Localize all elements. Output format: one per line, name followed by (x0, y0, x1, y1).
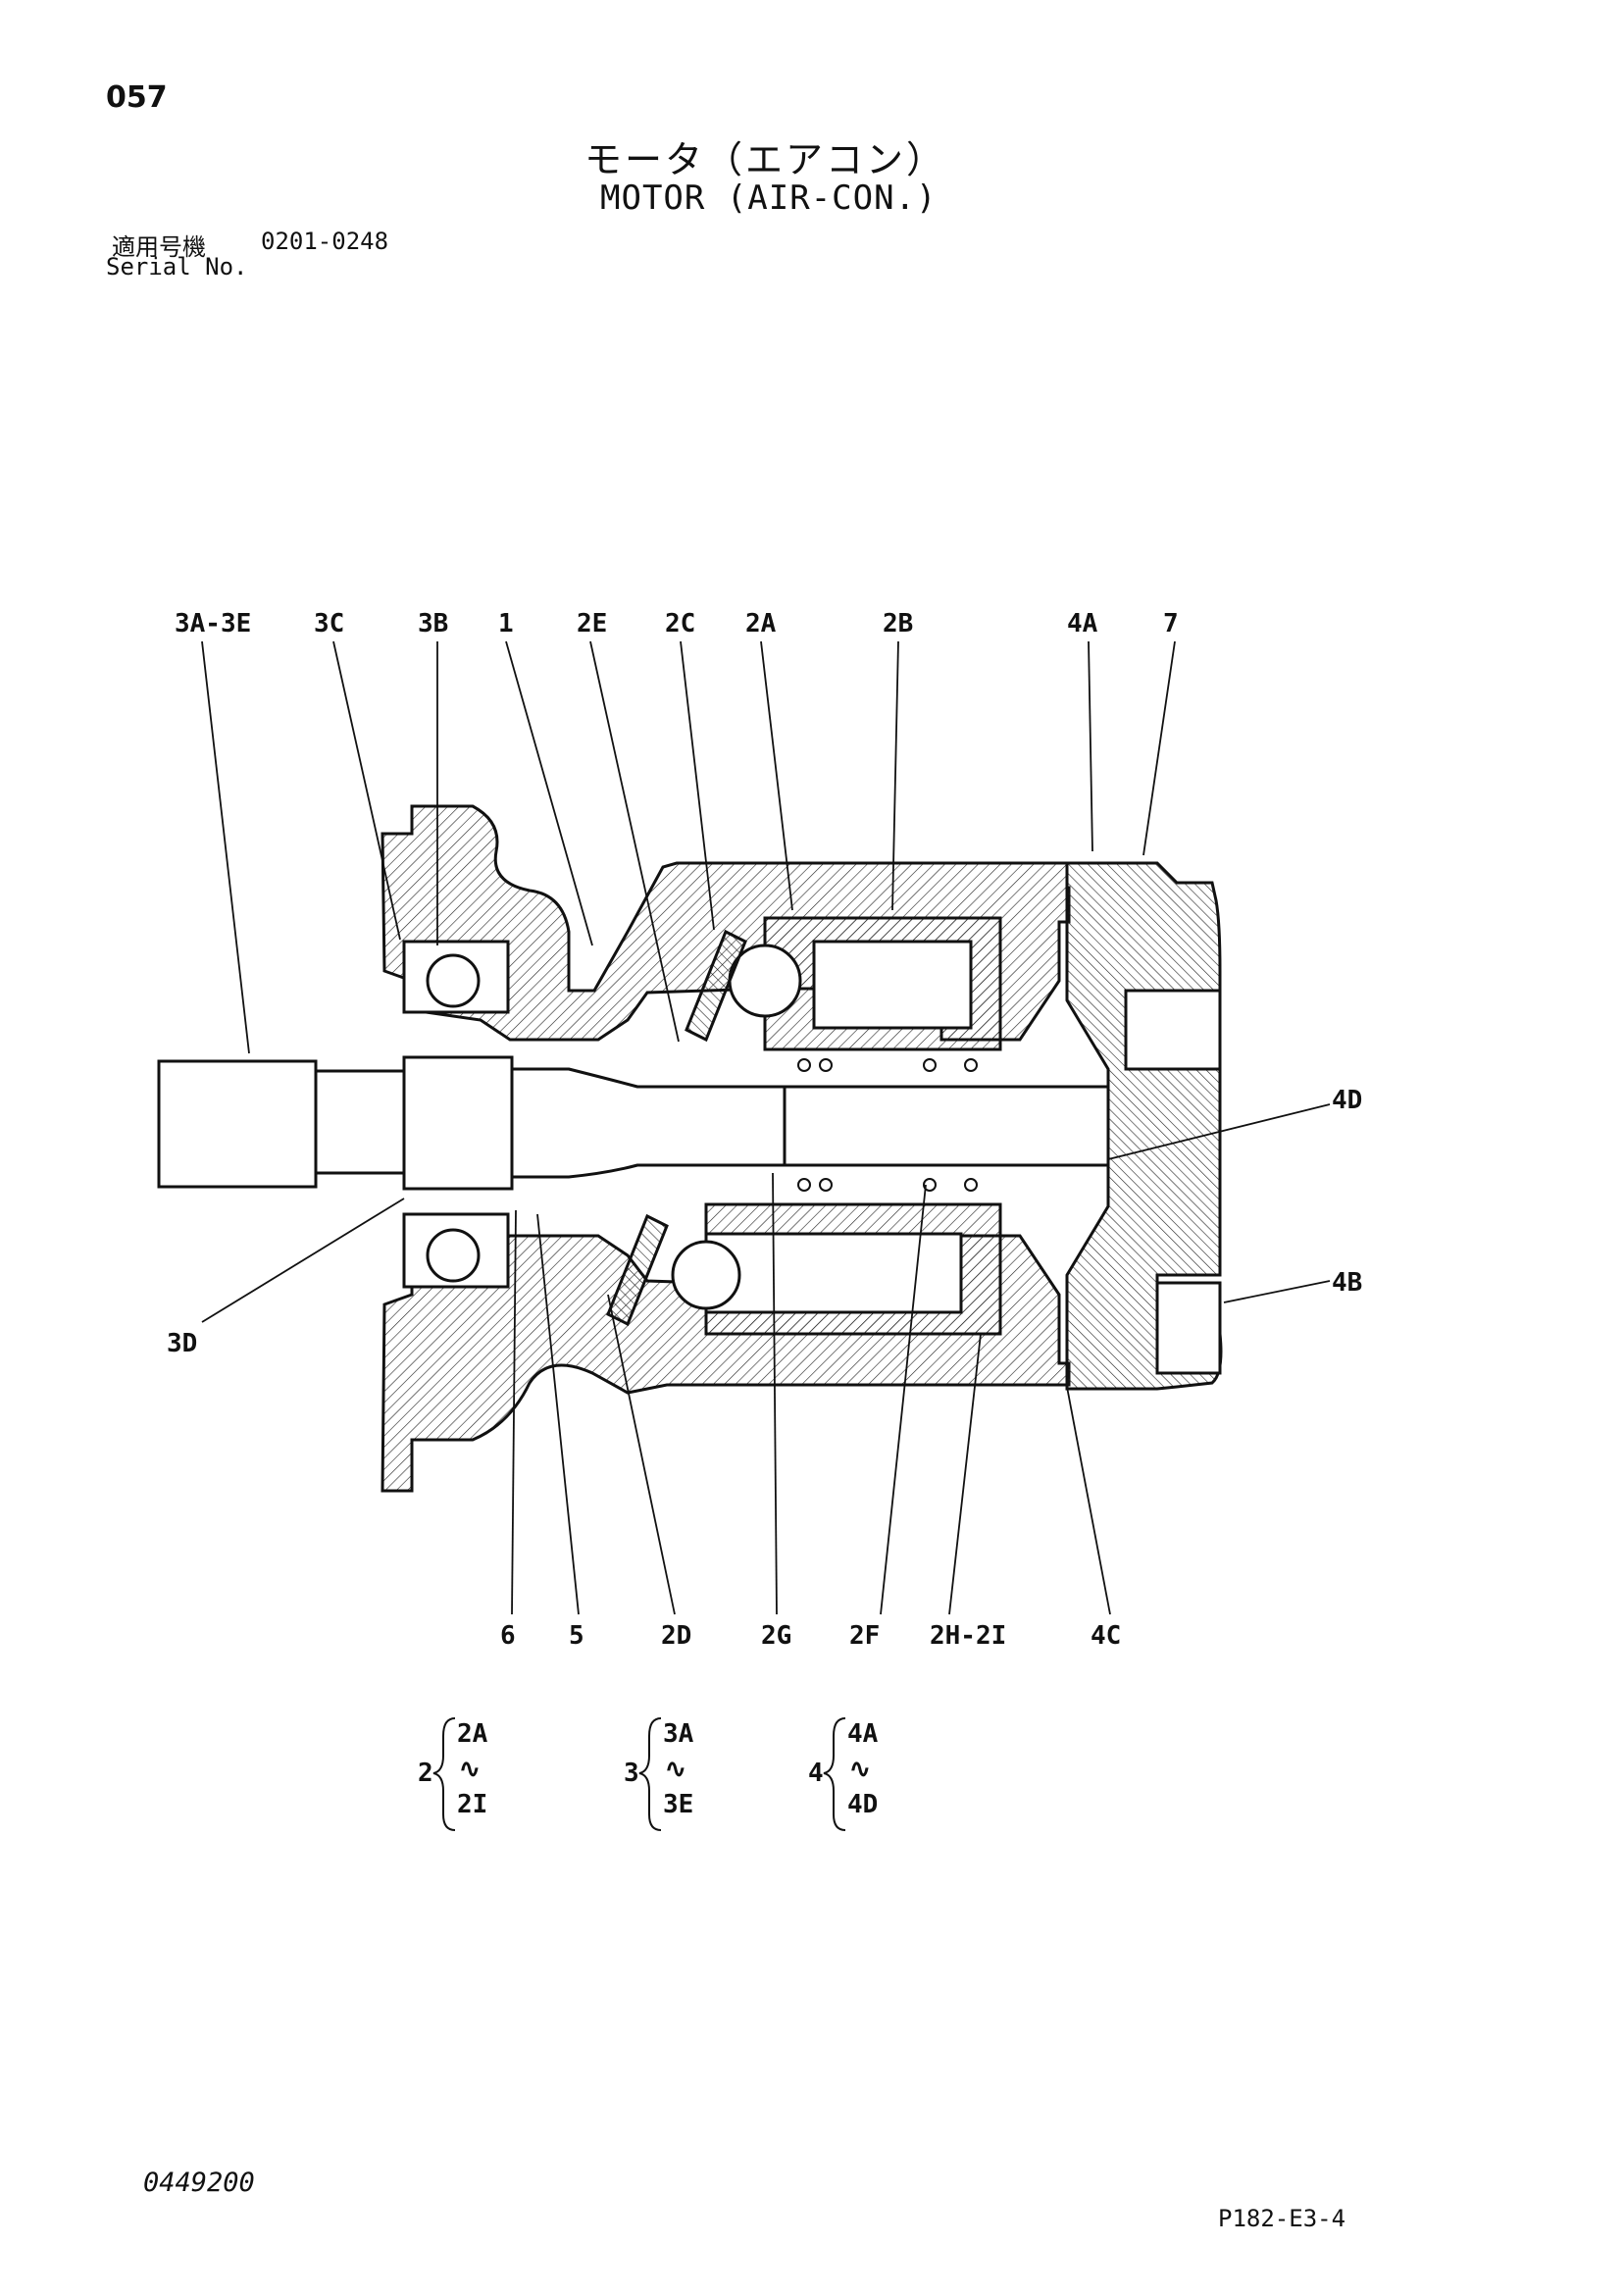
page-reference: P182-E3-4 (1218, 2205, 1346, 2232)
group-4-sep: ∿ (849, 1755, 871, 1784)
callout-2D: 2D (661, 1621, 691, 1651)
bearing-lower (402, 1212, 510, 1289)
group-4-first: 4A (847, 1719, 879, 1749)
callout-4D: 4D (1332, 1086, 1362, 1115)
group-2-sep: ∿ (459, 1755, 481, 1784)
group-3-number: 3 (624, 1759, 639, 1788)
callout-3A-3E: 3A-3E (175, 609, 251, 638)
callout-3C: 3C (314, 609, 344, 638)
callout-6: 6 (500, 1621, 516, 1651)
callout-4A: 4A (1067, 609, 1098, 638)
callout-2B: 2B (883, 609, 913, 638)
bearing-upper (402, 940, 510, 1014)
callout-1: 1 (498, 609, 514, 638)
callout-2C: 2C (665, 609, 695, 638)
callout-2A: 2A (745, 609, 777, 638)
callout-3D: 3D (167, 1329, 197, 1358)
document-code: 0449200 (143, 2168, 255, 2198)
callout-3B: 3B (418, 609, 448, 638)
group-3: 3 3A ∿ 3E (624, 1717, 694, 1831)
serial-label-japanese: 適用号機 (112, 233, 206, 261)
callout-4C: 4C (1091, 1621, 1121, 1651)
shaft (157, 1055, 1110, 1191)
leader-lines (201, 640, 1331, 1615)
group-2-last: 2I (457, 1790, 487, 1819)
title-english: MOTOR (AIR-CON.) (600, 179, 938, 218)
callout-4B: 4B (1332, 1268, 1362, 1298)
rear-port-top (1124, 989, 1222, 1071)
group-3-sep: ∿ (665, 1755, 686, 1784)
group-4-last: 4D (847, 1790, 878, 1819)
swash-plate (606, 929, 747, 1327)
group-2-number: 2 (418, 1759, 433, 1788)
group-3-last: 3E (663, 1790, 693, 1819)
callout-7: 7 (1163, 609, 1179, 638)
rear-cover (1065, 861, 1223, 1391)
callout-2H-2I: 2H-2I (930, 1621, 1006, 1651)
group-4: 4 4A ∿ 4D (808, 1717, 879, 1831)
callout-5: 5 (569, 1621, 584, 1651)
group-4-number: 4 (808, 1759, 824, 1788)
callout-2E: 2E (577, 609, 607, 638)
group-2: 2 2A ∿ 2I (418, 1717, 488, 1831)
callout-2F: 2F (849, 1621, 880, 1651)
group-3-first: 3A (663, 1719, 694, 1749)
title-japanese: モータ（エアコン） (584, 138, 947, 181)
rear-port-plug (1155, 1281, 1222, 1375)
page-number: 057 (106, 80, 168, 115)
serial-label-english: Serial No. (106, 253, 248, 281)
group-2-first: 2A (457, 1719, 488, 1749)
serial-range: 0201-0248 (261, 228, 389, 255)
spring-balls (797, 1058, 978, 1192)
callout-2G: 2G (761, 1621, 791, 1651)
